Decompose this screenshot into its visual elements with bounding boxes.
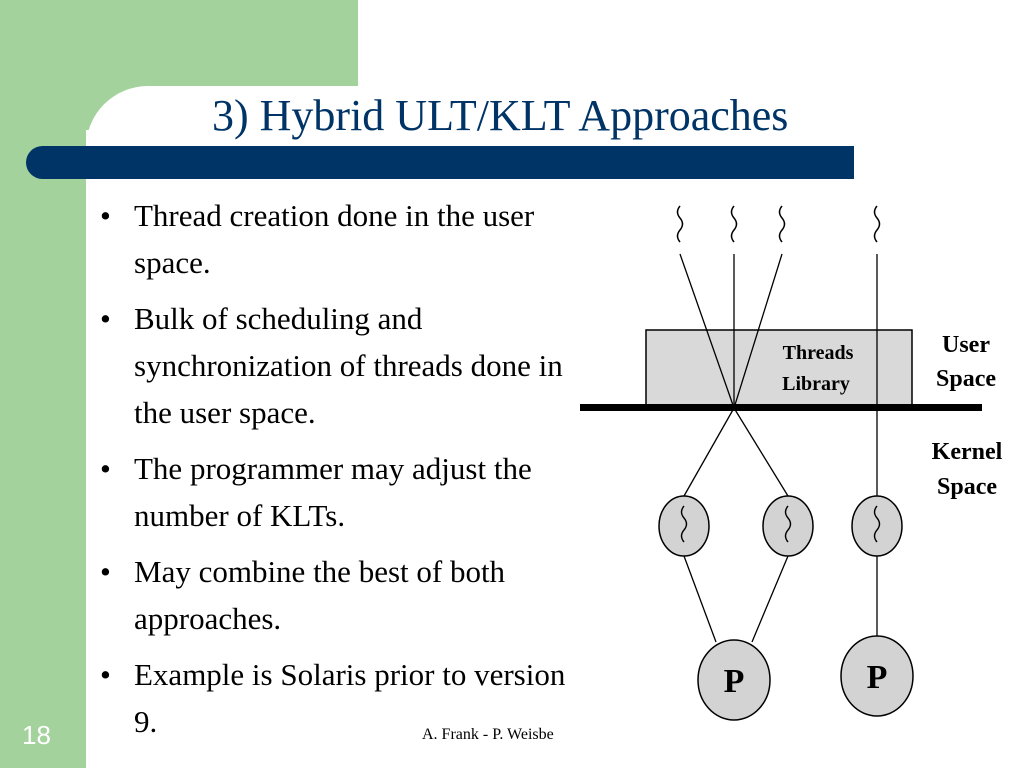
bullet-marker: •	[100, 301, 111, 336]
bullet-text: May combine the best of both approaches.	[134, 554, 506, 636]
processor-2-label: P	[867, 659, 888, 696]
kernel-thread-2	[762, 495, 814, 557]
klt-line-1	[683, 407, 735, 497]
user-thread-squiggle-3	[778, 205, 786, 243]
user-space-label-line1: User	[942, 332, 990, 358]
kernel-thread-3	[851, 495, 903, 557]
kernel-space-label-line1: Kernel	[932, 439, 1003, 465]
bullet-item: • Example is Solaris prior to version 9.	[100, 651, 590, 745]
klt-line-2	[733, 407, 789, 497]
footer-author: A. Frank - P. Weisbe	[422, 726, 554, 743]
bullet-text: Example is Solaris prior to version 9.	[134, 657, 566, 739]
bullet-marker: •	[100, 657, 111, 692]
bullet-list: • Thread creation done in the user space.…	[100, 192, 590, 754]
slide-number: 18	[22, 720, 51, 750]
bullet-marker: •	[100, 198, 111, 233]
threads-library-label-line2: Library	[782, 373, 850, 395]
slide-title: 3) Hybrid ULT/KLT Approaches	[212, 91, 789, 140]
hybrid-threads-diagram: Threads Library P P User Space Kernel Sp…	[580, 205, 1003, 721]
proc-line-2	[751, 555, 789, 643]
bullet-marker: •	[100, 451, 111, 486]
title-underline-bar	[26, 146, 854, 179]
threads-library-box	[645, 329, 913, 408]
bullet-item: • May combine the best of both approaches…	[100, 548, 590, 642]
proc-line-1	[683, 555, 717, 643]
kernel-thread-squiggle-1	[680, 505, 688, 543]
user-thread-squiggle-2	[730, 205, 738, 243]
processor-1-label: P	[724, 663, 745, 700]
kernel-thread-1	[658, 495, 710, 557]
kernel-thread-squiggle-3	[873, 505, 881, 543]
bullet-text: The programmer may adjust the number of …	[134, 451, 532, 533]
processor-1	[697, 639, 771, 721]
user-kernel-boundary	[580, 404, 982, 411]
bullet-text: Bulk of scheduling and synchronization o…	[134, 301, 563, 430]
ult-line-1	[679, 253, 735, 409]
kernel-thread-squiggle-2	[784, 505, 792, 543]
ult-line-3	[733, 253, 783, 409]
bullet-item: • The programmer may adjust the number of…	[100, 445, 590, 539]
threads-library-label-line1: Threads	[783, 342, 854, 364]
kernel-space-label-line2: Space	[937, 474, 997, 500]
user-space-label-line2: Space	[936, 366, 996, 392]
bullet-item: • Bulk of scheduling and synchronization …	[100, 295, 590, 436]
user-thread-squiggle-4	[873, 205, 881, 243]
processor-2	[840, 635, 914, 717]
bullet-item: • Thread creation done in the user space.	[100, 192, 590, 286]
bullet-marker: •	[100, 554, 111, 589]
bullet-text: Thread creation done in the user space.	[134, 198, 535, 280]
user-thread-squiggle-1	[676, 205, 684, 243]
